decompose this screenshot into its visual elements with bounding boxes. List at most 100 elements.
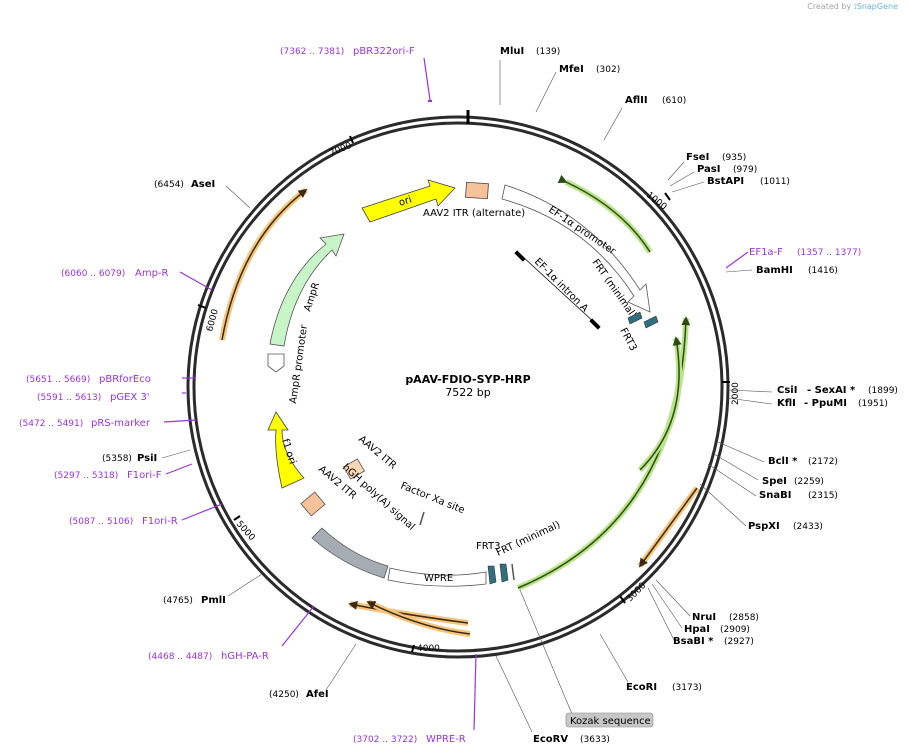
- enzyme-pos-ecorv: (3633): [580, 735, 610, 745]
- plasmid-name: pAAV-FDIO-SYP-HRP: [405, 373, 530, 386]
- aav2-itr-box-1[interactable]: [343, 458, 365, 480]
- orf-orange-bottom-2[interactable]: [366, 601, 471, 635]
- enzyme-pos-asei: (6454): [154, 180, 184, 190]
- aav2-itr-box-2[interactable]: [300, 491, 326, 517]
- enzyme-name-asei[interactable]: AseI: [191, 179, 215, 190]
- primer-pos-prs-marker: (5472 .. 5491): [19, 419, 83, 429]
- backbone-outer-ring: [186, 115, 730, 659]
- primer-pos-f1ori-r: (5087 .. 5106): [69, 517, 133, 527]
- primer-name-f1ori-r[interactable]: F1ori-R: [142, 516, 178, 527]
- primer-pos-pbr322ori-f: (7362 .. 7381): [280, 47, 344, 57]
- enzyme-pos-sexai: (1899): [868, 386, 898, 396]
- orf-green-arc-inner[interactable]: [639, 336, 682, 471]
- enzyme-leaders: [161, 60, 773, 733]
- kozak-label: Kozak sequence: [570, 716, 651, 727]
- frt3-arrow-2[interactable]: [487, 565, 497, 585]
- orf-orange-left[interactable]: [221, 188, 308, 341]
- enzyme-name-bcli[interactable]: BclI *: [768, 456, 798, 467]
- ampr-arrow[interactable]: [269, 233, 345, 347]
- ampr-label: AmpR: [302, 281, 322, 313]
- primer-name-amp-r[interactable]: Amp-R: [135, 268, 169, 279]
- primer-pos-ef1a-f: (1357 .. 1377): [797, 248, 861, 258]
- enzyme-name-mlui[interactable]: MluI: [500, 46, 524, 57]
- enzyme-name-fsei[interactable]: FseI: [686, 152, 709, 163]
- enzyme-name-hpai[interactable]: HpaI: [684, 624, 710, 635]
- primer-name-f1ori-f[interactable]: F1ori-F: [127, 470, 162, 481]
- kozak-badge[interactable]: [565, 712, 654, 728]
- wpre-box[interactable]: [387, 567, 487, 587]
- enzyme-name-spei[interactable]: SpeI: [762, 476, 787, 487]
- f1-ori-arrow[interactable]: [267, 411, 305, 489]
- enzyme-name-bamhi[interactable]: BamHI: [756, 265, 793, 276]
- tick-label-3000: 3000: [625, 581, 648, 604]
- ampr-promoter-label: AmpR promoter: [288, 323, 310, 404]
- enzyme-name-pmli[interactable]: PmlI: [201, 595, 226, 606]
- orf-orange-left-glow: [219, 187, 308, 341]
- enzyme-pos-bcli: (2172): [808, 457, 838, 467]
- ef1a-promoter-arrow[interactable]: [501, 184, 651, 313]
- enzyme-name-aflii[interactable]: AflII: [625, 95, 648, 106]
- primer-name-ef1a-f[interactable]: EF1a-F: [749, 247, 783, 258]
- primer-name-pgex3[interactable]: pGEX 3': [110, 392, 150, 403]
- enzyme-name-snabi[interactable]: SnaBI: [759, 490, 791, 501]
- tick-marks: [197, 135, 730, 653]
- enzyme-pos-nrui: (2858): [729, 613, 759, 623]
- primer-pos-pbrforeco: (5651 .. 5669): [26, 375, 90, 385]
- factor-xa-mark: [419, 511, 425, 526]
- enzyme-name-csii[interactable]: CsiI: [777, 385, 797, 396]
- primer-name-pbr322ori-f[interactable]: pBR322ori-F: [353, 46, 415, 57]
- primer-name-wpre-r[interactable]: WPRE-R: [426, 734, 466, 745]
- enzyme-pos-aflii: (610): [662, 96, 686, 106]
- enzyme-name-pasi[interactable]: PasI: [697, 164, 720, 175]
- hgh-polya-box[interactable]: [311, 527, 389, 579]
- primer-name-pbrforeco[interactable]: pBRforEco: [99, 374, 151, 385]
- enzyme-pos-spei: (2259): [794, 477, 824, 487]
- enzyme-name-ppumi[interactable]: - PpuMI: [804, 398, 847, 409]
- orf-green-arc-main-glow: [516, 317, 689, 591]
- ampr-promoter-arrow[interactable]: [267, 353, 285, 373]
- primer-name-hgh-pa-r[interactable]: hGH-PA-R: [221, 651, 269, 662]
- enzyme-name-mfei[interactable]: MfeI: [559, 64, 584, 75]
- frt-minimal-label-2: FRT (minimal): [495, 519, 563, 558]
- enzyme-name-ecori[interactable]: EcoRI: [626, 682, 657, 693]
- frt-minimal-arrow-1[interactable]: [627, 311, 643, 325]
- orf-orange-bottom-1[interactable]: [348, 600, 469, 624]
- enzyme-pos-pasi: (979): [733, 165, 757, 175]
- enzyme-pos-bstapi: (1011): [760, 177, 790, 187]
- frt3-label-2: FRT3: [476, 541, 500, 552]
- primer-name-prs-marker[interactable]: pRS-marker: [91, 418, 151, 429]
- snapgene-logo-icon: ⟟: [853, 2, 857, 11]
- orf-green-arc-top[interactable]: [557, 174, 651, 253]
- enzyme-pos-bsabi: (2927): [724, 637, 754, 647]
- orf-green-arc-inner-glow: [637, 337, 683, 473]
- frt3-arrow-1[interactable]: [643, 315, 659, 329]
- enzyme-name-sexai[interactable]: - SexAI *: [807, 385, 856, 396]
- ori-arrow[interactable]: [361, 179, 456, 223]
- enzyme-name-psii[interactable]: PsiI: [137, 453, 157, 464]
- tick-label-2000: 2000: [731, 382, 741, 405]
- orf-orange-right[interactable]: [638, 487, 698, 568]
- enzyme-name-nrui[interactable]: NruI: [692, 612, 716, 623]
- enzyme-pos-hpai: (2909): [720, 625, 750, 635]
- enzyme-pos-psii: (5358): [102, 454, 132, 464]
- enzyme-name-pspxi[interactable]: PspXI: [748, 521, 780, 532]
- backbone-inner-ring: [192, 121, 724, 653]
- enzyme-pos-fsei: (935): [722, 153, 746, 163]
- enzyme-name-bsabi[interactable]: BsaBI *: [673, 636, 714, 647]
- enzyme-name-bstapi[interactable]: BstAPI: [707, 176, 744, 187]
- enzyme-name-ecorv[interactable]: EcoRV: [533, 734, 568, 745]
- enzyme-name-kfli[interactable]: KflI: [777, 398, 796, 409]
- primer-pos-amp-r: (6060 .. 6079): [61, 269, 125, 279]
- enzyme-pos-mfei: (302): [596, 65, 620, 75]
- aav2-itr-alternate-box[interactable]: [465, 181, 489, 200]
- aav2-itr-label-1: AAV2 ITR: [356, 434, 398, 472]
- tick-label-4000: 4000: [417, 644, 440, 654]
- enzyme-pos-ppumi: (1951): [858, 399, 888, 409]
- ori-label: ori: [398, 194, 414, 208]
- primer-pos-pgex3: (5591 .. 5613): [37, 393, 101, 403]
- frt-minimal-arrow-2[interactable]: [499, 563, 509, 583]
- snapgene-credit: Created by ⟟SnapGene: [807, 2, 898, 12]
- enzyme-name-afei[interactable]: AfeI: [306, 689, 329, 700]
- ef1a-promoter-label: EF-1α promoter: [546, 204, 618, 257]
- ef1a-intron-line: [521, 255, 597, 325]
